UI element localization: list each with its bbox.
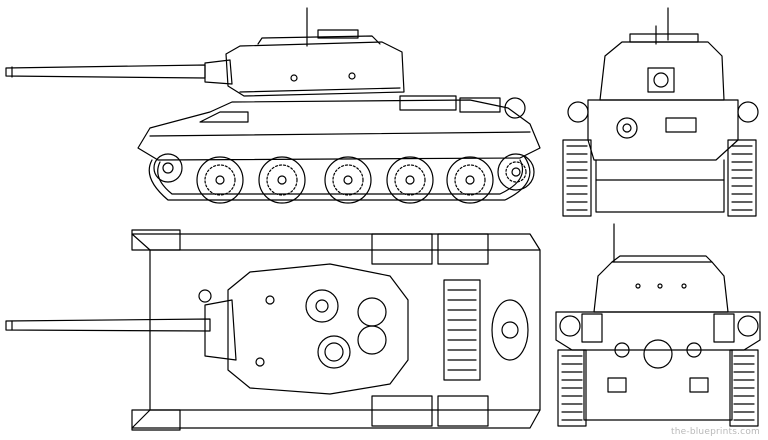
front-tracks bbox=[563, 140, 756, 216]
top-gun-barrel bbox=[6, 319, 210, 331]
side-view bbox=[6, 8, 540, 203]
front-hull bbox=[568, 100, 758, 212]
side-track bbox=[149, 156, 530, 200]
watermark: the-blueprints.com bbox=[671, 427, 760, 437]
top-hull bbox=[132, 230, 540, 430]
rear-tracks bbox=[558, 350, 758, 426]
rear-view bbox=[556, 224, 760, 426]
front-view bbox=[563, 8, 758, 216]
top-engine-grille bbox=[444, 280, 480, 380]
side-turret bbox=[226, 30, 404, 96]
top-view bbox=[6, 230, 540, 430]
side-gun-barrel bbox=[6, 65, 205, 78]
side-hull bbox=[138, 96, 540, 160]
top-turret bbox=[205, 264, 408, 394]
front-turret bbox=[600, 34, 724, 100]
rear-turret bbox=[594, 256, 728, 312]
side-road-wheels bbox=[154, 154, 534, 203]
